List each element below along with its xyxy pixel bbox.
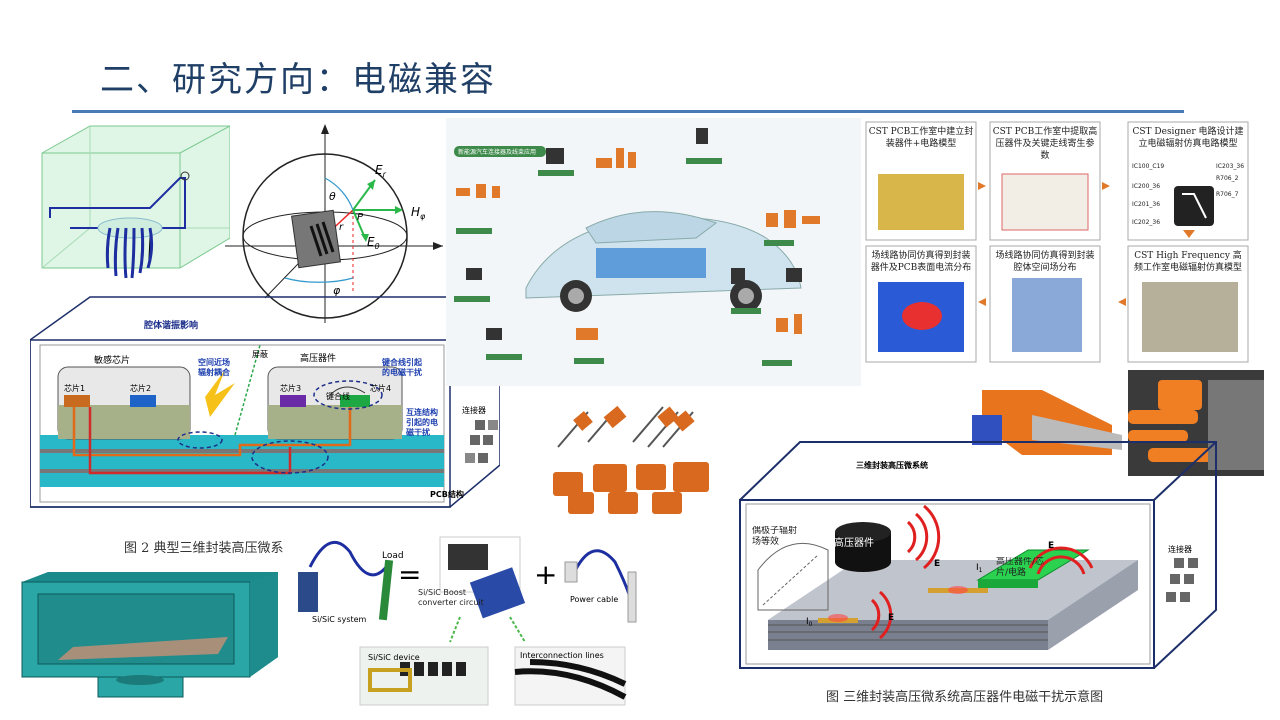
near-field-label: 空间近场 辐射耦合 bbox=[198, 357, 230, 377]
chip3-label: 芯片3 bbox=[280, 383, 301, 393]
bond-wire-label: 键合线 bbox=[326, 391, 350, 401]
hv-device-text: 高压器件 bbox=[834, 536, 874, 549]
board-label: 高压器件/芯 片/电路 bbox=[996, 557, 1045, 578]
hv-device-label: 高压器件 bbox=[300, 352, 336, 364]
power-cable-label: Power cable bbox=[570, 595, 618, 604]
vehicle-banner: 新能源汽车连接器及线束应用 bbox=[458, 148, 536, 156]
ic-right-0: IC203_36 bbox=[1216, 163, 1244, 170]
plus-sign: + bbox=[534, 558, 557, 591]
hv-microsystem-diagram: 三维封装高压微系统 高压器件 E E E I1 I0 连接器 偶极子辐射 场等效… bbox=[738, 440, 1218, 672]
engine-connector-photo bbox=[1128, 370, 1264, 476]
chassis-model bbox=[18, 572, 280, 702]
connector-label: 连接器 bbox=[462, 405, 486, 415]
workflow-step4: CST High Frequency 高频工作室电磁辐射仿真模型 bbox=[1133, 251, 1242, 273]
bond-interference-label: 键合线引起 的电磁干扰 bbox=[382, 357, 422, 377]
ic-left-2: IC201_36 bbox=[1132, 201, 1160, 208]
ic-left-1: IC200_36 bbox=[1132, 183, 1160, 190]
dipole-label: 偶极子辐射 场等效 bbox=[752, 526, 798, 547]
e-field-label-1: E bbox=[934, 559, 940, 569]
interconnect-interference-label: 互连结构 引起的电 磁干扰 bbox=[406, 407, 438, 437]
workflow-step2: CST PCB工作室中提取高压器件及关键走线寄生参数 bbox=[992, 127, 1098, 161]
phi-label: φ bbox=[333, 284, 341, 297]
cst-workflow: CST PCB工作室中建立封装器件+电路模型 CST PCB工作室中提取高压器件… bbox=[862, 118, 1252, 364]
page-title: 二、研究方向：电磁兼容 bbox=[100, 60, 496, 100]
e-field-label-3: E bbox=[888, 613, 894, 623]
e-r-label: Er bbox=[375, 163, 387, 179]
hv-micro-caption: 图 三维封装高压微系统高压器件电磁干扰示意图 bbox=[826, 690, 1104, 705]
fig2-caption: 图 2 典型三维封装高压微系 bbox=[124, 541, 284, 556]
chip4-label: 芯片4 bbox=[370, 383, 391, 393]
antenna-sphere-diagram: Er Hφ Eθ θ φ P r bbox=[225, 118, 445, 328]
chip2-label: 芯片2 bbox=[130, 383, 151, 393]
hv-connectors-photo bbox=[548, 392, 728, 522]
workflow-step3: CST Designer 电路设计建立电磁辐射仿真电路模型 bbox=[1132, 127, 1244, 149]
sic-device-label: Si/SiC device bbox=[368, 653, 420, 662]
sic-system-decomposition: Load Si/SiC system = + Si/SiC Boost conv… bbox=[290, 522, 650, 707]
ic-left-3: IC202_36 bbox=[1132, 219, 1160, 226]
sensitive-chip-label: 敏感芯片 bbox=[94, 354, 130, 366]
pcb-label: PCB结构 bbox=[430, 489, 464, 499]
package-cross-section: 腔体谐振影响 敏感芯片 芯片1 芯片2 高压器件 芯片3 芯片4 屏蔽 键合线 … bbox=[30, 295, 500, 517]
i0-label: I0 bbox=[806, 617, 813, 628]
e-field-label-2: E bbox=[1048, 541, 1054, 551]
load-label: Load bbox=[382, 551, 404, 561]
r-label: r bbox=[339, 222, 344, 233]
ic-left-0: IC100_C19 bbox=[1132, 163, 1164, 170]
title-divider bbox=[72, 110, 1184, 113]
workflow-step6: 场线路协同仿真得到封装器件及PCB表面电流分布 bbox=[870, 251, 972, 273]
h-phi-label: Hφ bbox=[411, 205, 426, 221]
ic-right-1: R706_2 bbox=[1216, 175, 1239, 182]
cavity-model-image bbox=[30, 118, 230, 293]
i1-label: I1 bbox=[976, 563, 983, 574]
workflow-step1: CST PCB工作室中建立封装器件+电路模型 bbox=[868, 127, 974, 149]
hv-micro-header: 三维封装高压微系统 bbox=[856, 460, 928, 470]
ev-connector-diagram: 新能源汽车连接器及线束应用 bbox=[446, 118, 861, 386]
boost-converter-label: Si/SiC Boost converter circuit bbox=[418, 588, 484, 607]
theta-label: θ bbox=[329, 190, 336, 203]
p-label: P bbox=[357, 212, 364, 223]
sic-system-label: Si/SiC system bbox=[312, 615, 367, 624]
workflow-step5: 场线路协同仿真得到封装腔体空间场分布 bbox=[995, 251, 1095, 273]
equals-sign: = bbox=[398, 558, 421, 591]
chip1-label: 芯片1 bbox=[64, 383, 85, 393]
hv-connector-label: 连接器 bbox=[1168, 544, 1192, 554]
ic-right-2: R706_7 bbox=[1216, 191, 1239, 198]
interconnection-label: Interconnection lines bbox=[520, 651, 604, 660]
shield-label: 屏蔽 bbox=[252, 349, 268, 359]
cavity-header: 腔体谐振影响 bbox=[143, 319, 198, 331]
e-theta-label: Eθ bbox=[367, 235, 380, 251]
